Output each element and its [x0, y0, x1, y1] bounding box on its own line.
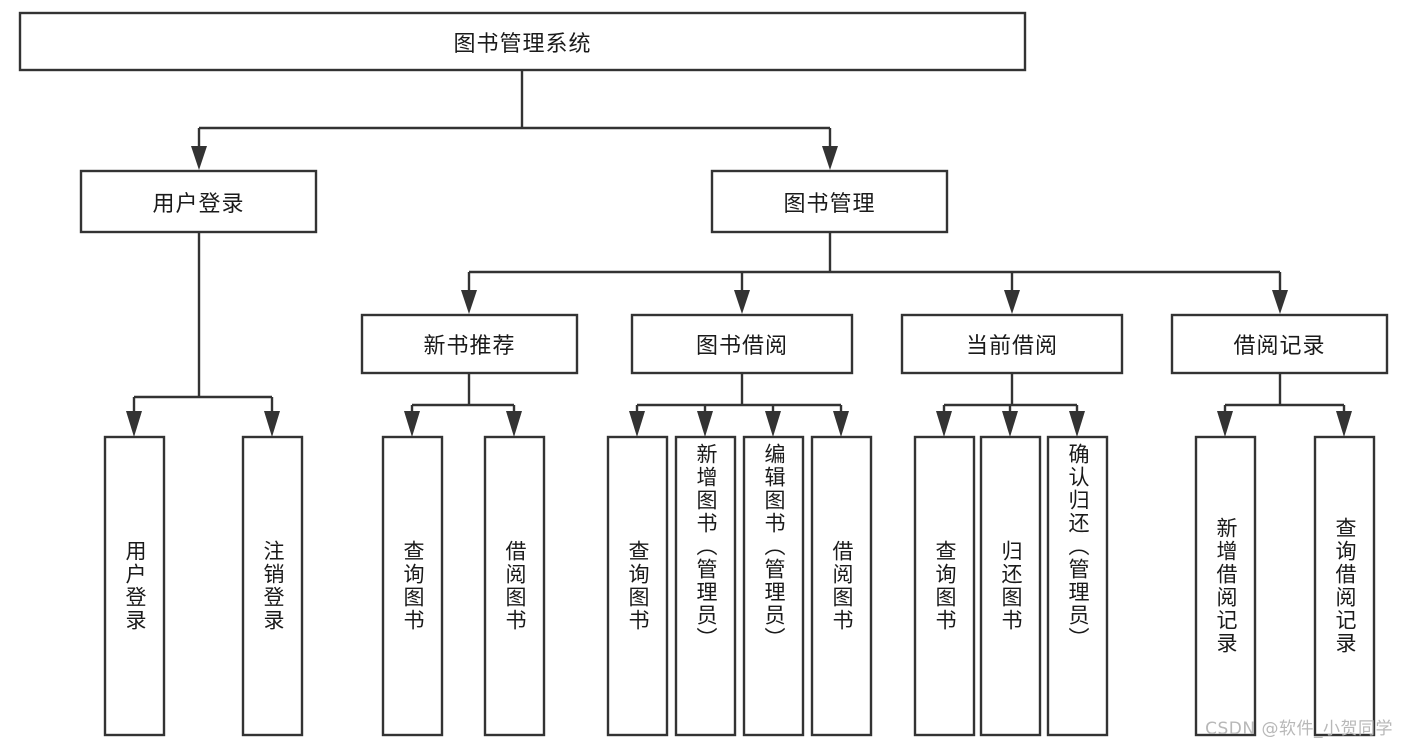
leaf-box-record-1[interactable] — [1194, 435, 1257, 737]
node-user-login-box[interactable] — [79, 169, 318, 234]
arrowhead-borrow-leaf1-icon — [629, 411, 645, 437]
node-root-box[interactable] — [18, 11, 1027, 72]
arrowhead-new-leaf1-icon — [404, 411, 420, 437]
arrowhead-record-leaf2-icon — [1336, 411, 1352, 437]
leaf-box-current-1[interactable] — [913, 435, 976, 737]
leaf-box-current-2[interactable] — [979, 435, 1042, 737]
leaf-box-user-login-1[interactable] — [103, 435, 166, 737]
arrowhead-user-leaf2-icon — [264, 411, 280, 437]
arrowhead-new-leaf2-icon — [506, 411, 522, 437]
arrowhead-book-to-current-icon — [1004, 290, 1020, 314]
leaf-box-new-book-2[interactable] — [483, 435, 546, 737]
leaf-box-current-3[interactable] — [1046, 435, 1109, 737]
arrowhead-current-leaf2-icon — [1002, 411, 1018, 437]
node-current-borrow-box[interactable] — [900, 313, 1124, 375]
watermark-text: CSDN @软件_小贺同学 — [1205, 719, 1393, 739]
arrowhead-record-leaf1-icon — [1217, 411, 1233, 437]
arrowhead-root-to-user-icon — [191, 146, 207, 170]
arrowhead-user-leaf1-icon — [126, 411, 142, 437]
leaf-box-borrow-1[interactable] — [606, 435, 669, 737]
arrowhead-borrow-leaf2-icon — [697, 411, 713, 437]
leaf-box-borrow-2[interactable] — [674, 435, 737, 737]
arrowhead-book-to-new-icon — [461, 290, 477, 314]
leaf-box-borrow-4[interactable] — [810, 435, 873, 737]
leaf-box-user-login-2[interactable] — [241, 435, 304, 737]
node-book-manage-box[interactable] — [710, 169, 949, 234]
arrowhead-borrow-leaf3-icon — [765, 411, 781, 437]
arrowhead-root-to-book-icon — [822, 146, 838, 170]
leaf-box-record-2[interactable] — [1313, 435, 1376, 737]
arrowhead-current-leaf3-icon — [1069, 411, 1085, 437]
leaf-box-borrow-3[interactable] — [742, 435, 805, 737]
arrowhead-current-leaf1-icon — [936, 411, 952, 437]
node-book-borrow-box[interactable] — [630, 313, 854, 375]
arrowhead-book-to-record-icon — [1272, 290, 1288, 314]
leaf-box-new-book-1[interactable] — [381, 435, 444, 737]
arrowhead-book-to-borrow-icon — [734, 290, 750, 314]
node-new-book-box[interactable] — [360, 313, 579, 375]
arrowhead-borrow-leaf4-icon — [833, 411, 849, 437]
node-borrow-record-box[interactable] — [1170, 313, 1389, 375]
